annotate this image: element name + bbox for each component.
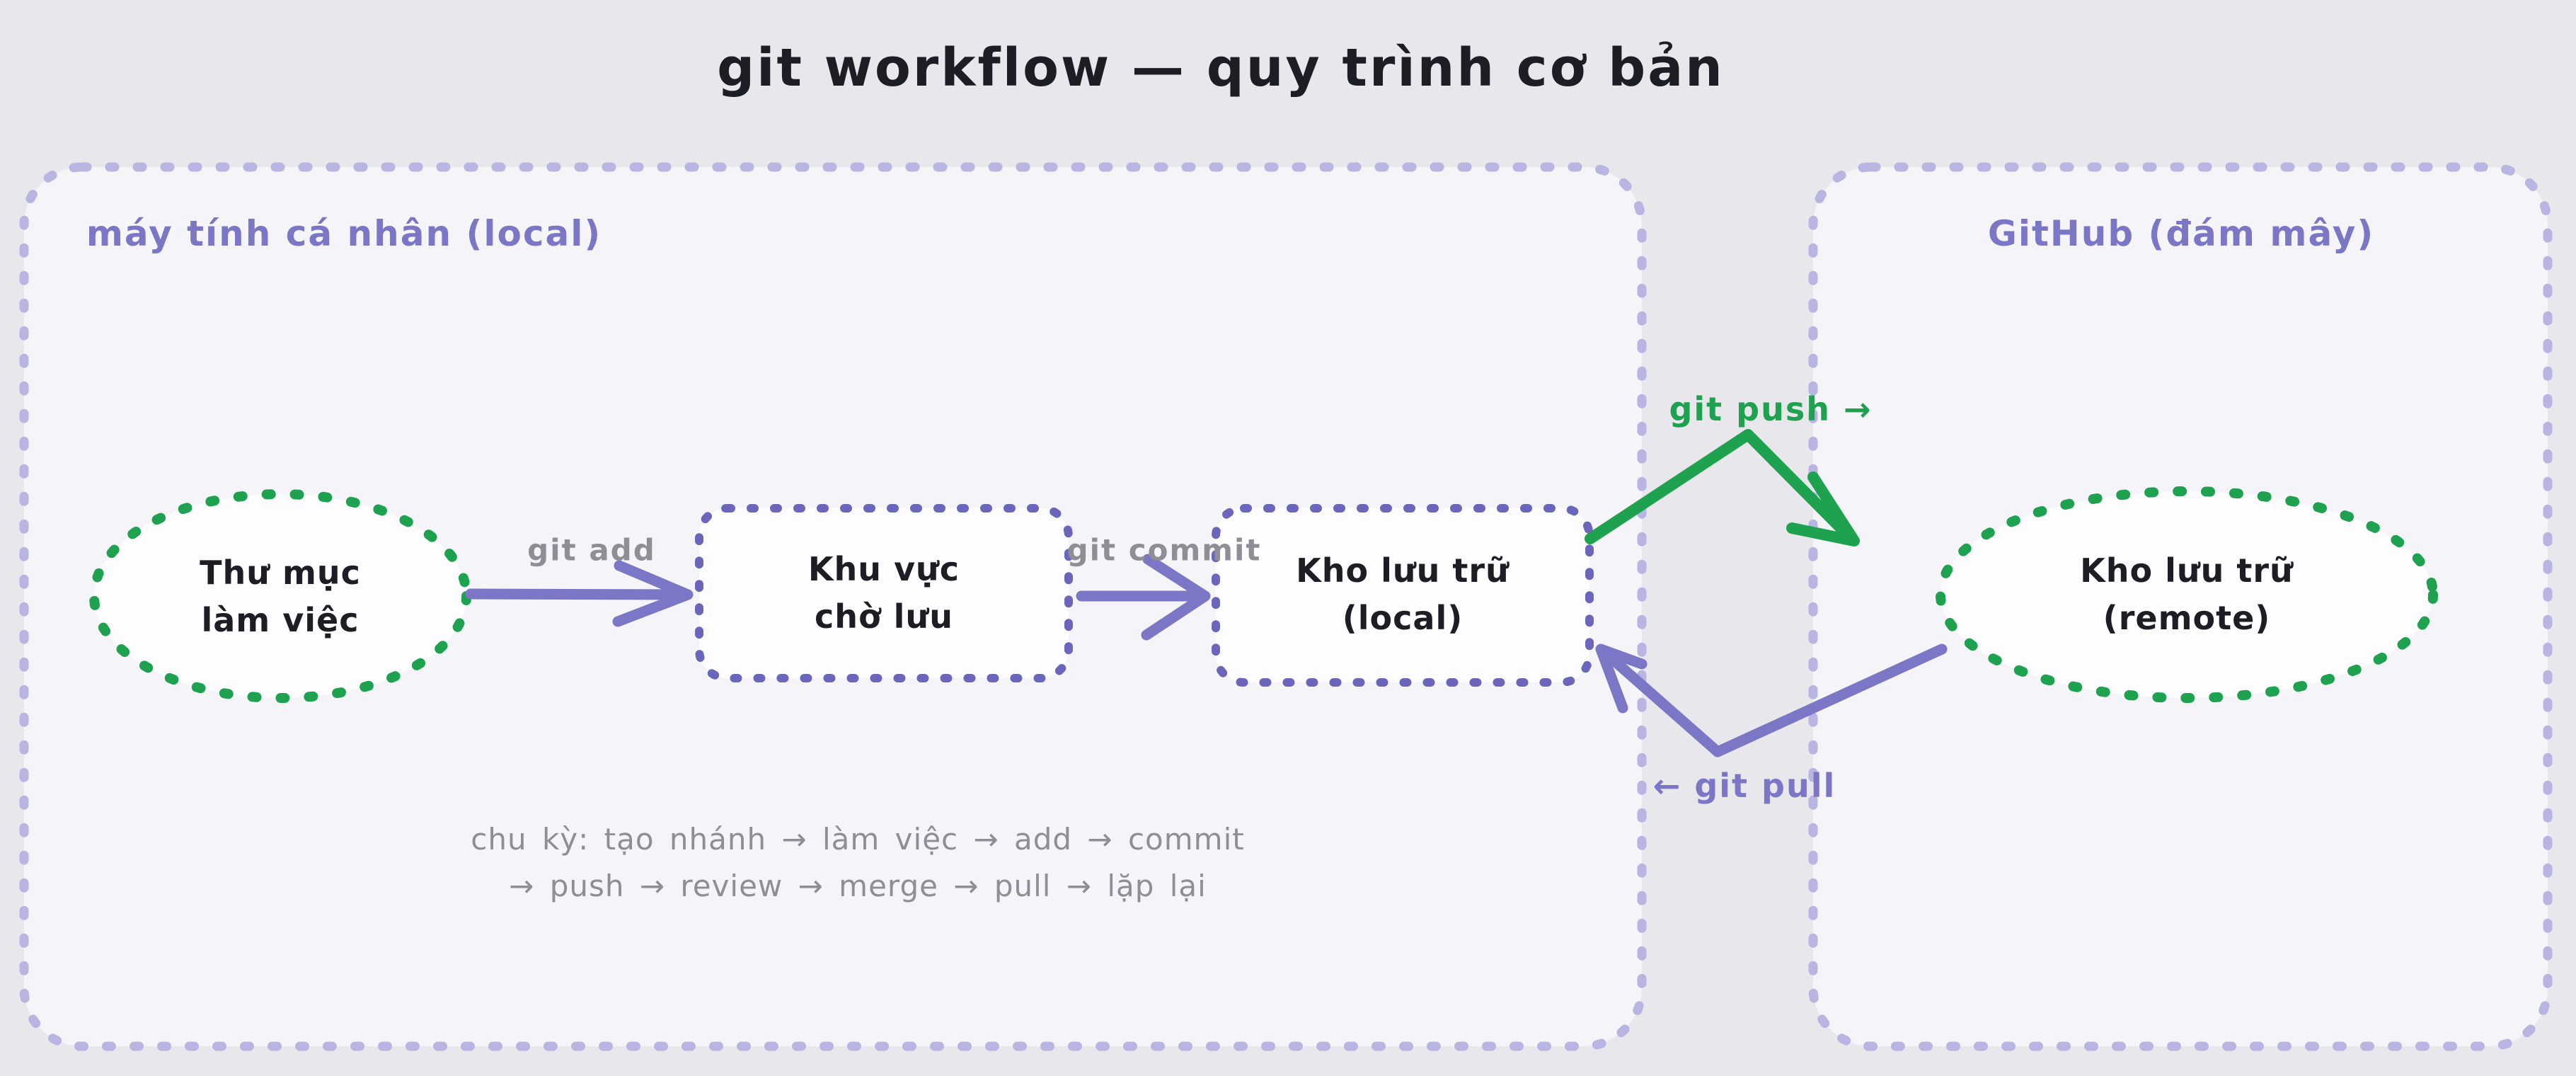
local-repo-label: Kho lưu trữ (local) [1296,547,1510,642]
local-repo-box [1212,504,1594,687]
remote-repo-label: Kho lưu trữ (remote) [2080,547,2294,642]
git-push-arrow [1585,429,1858,546]
git-push-arrowhead [1786,471,1860,546]
git-commit-label: git commit [1066,532,1262,568]
git-add-arrow [465,588,691,600]
cycle-note-line1: chu kỳ: tạo nhánh → làm việc → add → com… [471,822,1245,857]
staging-area-label: Khu vực chờ lưu [808,546,960,641]
git-add-arrowhead [612,560,694,627]
cycle-note-line2: → push → review → merge → pull → lặp lại [509,869,1207,903]
local-repo-label-line1: Kho lưu trữ [1296,551,1510,590]
remote-repo-ellipse [1936,486,2438,703]
staging-area-label-line2: chờ lưu [815,597,953,636]
git-pull-label: ← git pull [1652,767,1836,805]
remote-repo-label-line1: Kho lưu trữ [2080,551,2294,590]
staging-area-box [695,504,1073,682]
git-push-label: git push → [1669,390,1873,428]
local-repo-label-line2: (local) [1342,599,1464,637]
git-add-label: git add [527,532,656,568]
git-pull-arrow [1599,643,1948,757]
working-directory-label-line2: làm việc [201,601,360,639]
remote-repo-label-line2: (remote) [2103,599,2271,637]
working-directory-label-line1: Thư mục [200,554,361,592]
git-pull-arrowhead [1595,643,1648,714]
working-directory-label: Thư mục làm việc [200,549,361,644]
github-container-label: GitHub (đám mây) [1987,213,2375,254]
staging-area-label-line1: Khu vực [807,550,960,588]
local-machine-container-label: máy tính cá nhân (local) [86,213,602,254]
page-title: git workflow — quy trình cơ bản [717,38,1725,98]
cycle-note: chu kỳ: tạo nhánh → làm việc → add → com… [471,816,1244,910]
git-commit-arrowhead [1141,554,1211,641]
